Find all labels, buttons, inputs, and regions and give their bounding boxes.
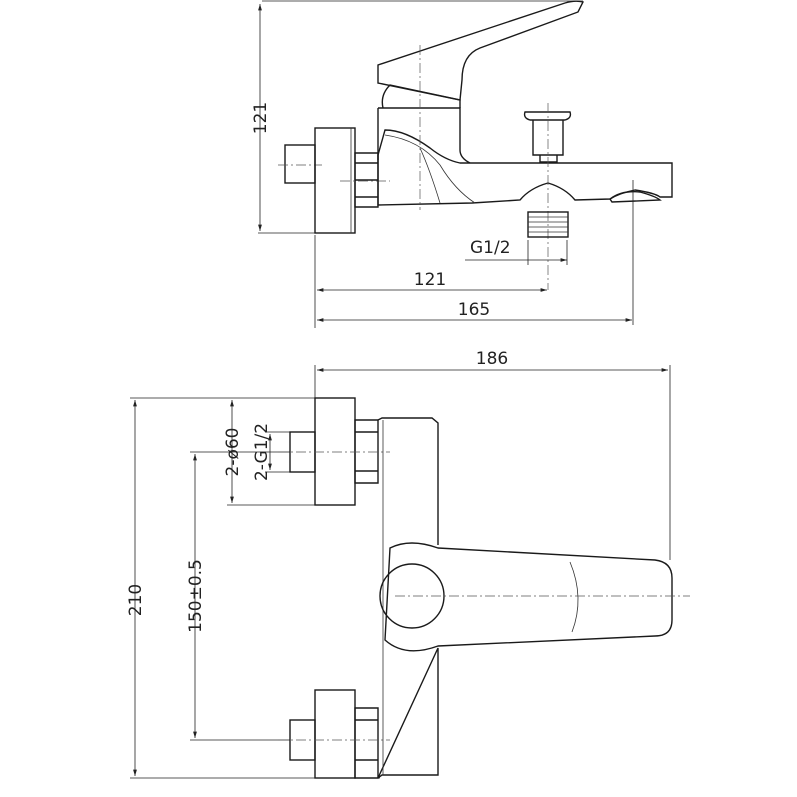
center-distance-label: 150±0.5 [186,559,206,633]
outlet-thread [527,211,569,238]
flange-diameter-label: 2-ø60 [223,428,243,477]
inlet-pipe [284,144,316,184]
lower-nut [354,707,379,779]
inlet-thread-label: 2-G1/2 [252,423,272,481]
hex-nut [354,152,379,208]
side-height-label: 121 [251,102,271,134]
front-width-label: 186 [476,349,508,369]
body-plate [377,417,439,779]
upper-flange [314,397,356,506]
lever-handle [377,0,585,101]
front-height-label: 210 [126,584,146,616]
cartridge [377,107,471,164]
outlet-distance-label: 121 [414,270,446,290]
upper-nut [354,419,379,484]
total-depth-label: 165 [458,300,490,320]
aerator [609,190,662,203]
wall-flange [314,127,356,234]
side-view: 121 G1/2 [251,0,673,328]
lower-flange [314,689,356,779]
outlet-thread-label: G1/2 [470,238,511,258]
front-lever-handle [384,542,673,652]
diverter-knob [523,111,572,163]
faucet-body [377,129,673,206]
front-view: 186 210 150±0.5 2-ø60 2-G1/2 [126,349,690,779]
